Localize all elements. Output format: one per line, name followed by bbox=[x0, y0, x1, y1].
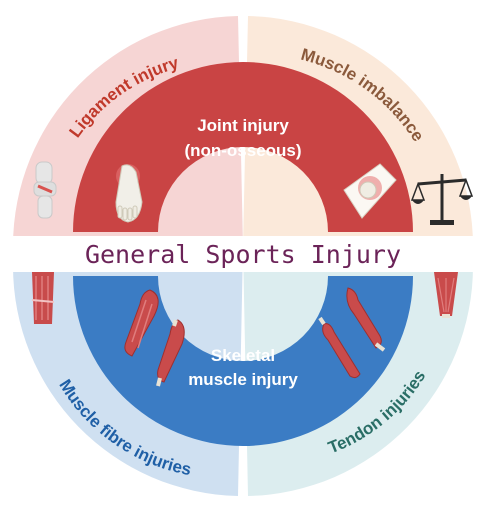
arm-muscle-icon bbox=[124, 289, 159, 357]
tendon-closeup-icon bbox=[434, 272, 458, 318]
knee-joint-icon bbox=[343, 163, 397, 219]
separator-horizontal bbox=[0, 236, 486, 272]
skeletal-muscle-label-line1: Skeletal bbox=[211, 346, 275, 365]
skeletal-muscle-label-line2: muscle injury bbox=[188, 370, 298, 389]
muscle-fibre-icon bbox=[31, 272, 55, 324]
inner-ring-joint bbox=[73, 62, 413, 232]
tendon-icon bbox=[318, 287, 386, 379]
inner-ring-skeletal bbox=[73, 276, 413, 446]
joint-injury-label-line2: (non-osseous) bbox=[184, 141, 301, 160]
foot-joint-icon bbox=[115, 164, 143, 223]
joint-injury-label-line1: Joint injury bbox=[197, 116, 289, 135]
center-title: General Sports Injury bbox=[85, 240, 401, 269]
leg-muscle-icon bbox=[156, 319, 185, 387]
knee-ligament-icon bbox=[33, 161, 57, 219]
balance-scale-icon bbox=[410, 174, 474, 225]
